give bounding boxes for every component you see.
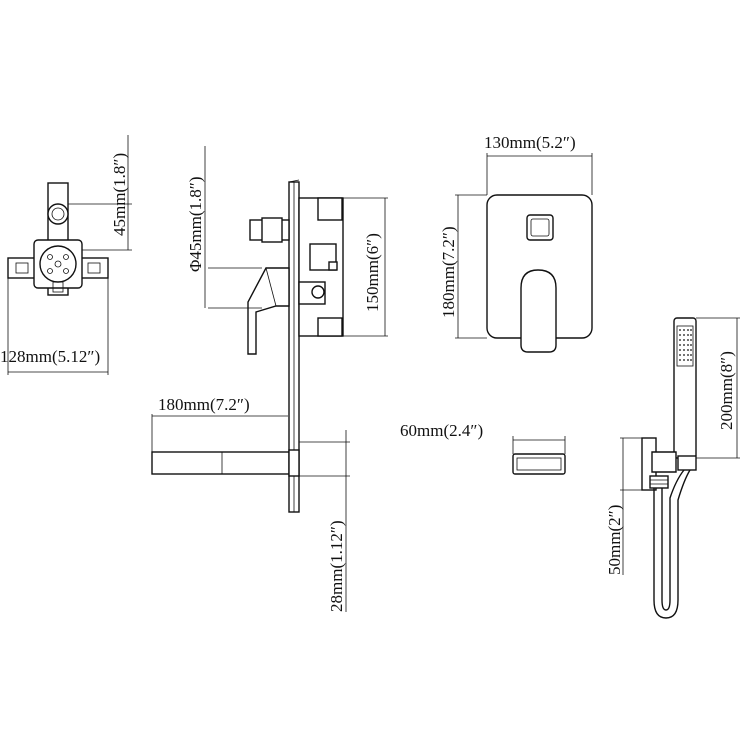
plate-height-label: 180mm(7.2″) xyxy=(439,226,458,318)
spout-front-view xyxy=(512,436,566,475)
valve-depth-label: 150mm(6″) xyxy=(363,233,382,312)
side-view xyxy=(151,146,388,612)
plate-width-label: 130mm(5.2″) xyxy=(484,133,576,152)
rough-in-width-label: 128mm(5.12″) xyxy=(0,347,100,366)
handshower-length-label: 200mm(8″) xyxy=(717,351,736,430)
spout-width-label: 60mm(2.4″) xyxy=(400,421,483,440)
front-plate-view xyxy=(455,153,593,353)
rough-in-height-label: 45mm(1.8″) xyxy=(110,153,129,236)
spout-thickness-label: 28mm(1.12″) xyxy=(327,520,346,612)
holder-height-label: 50mm(2″) xyxy=(605,505,624,575)
rough-in-valve-view xyxy=(7,135,132,375)
inlet-diameter-label: Φ45mm(1.8″) xyxy=(186,176,205,272)
hand-shower-view xyxy=(620,317,740,619)
spout-length-label: 180mm(7.2″) xyxy=(158,395,250,414)
